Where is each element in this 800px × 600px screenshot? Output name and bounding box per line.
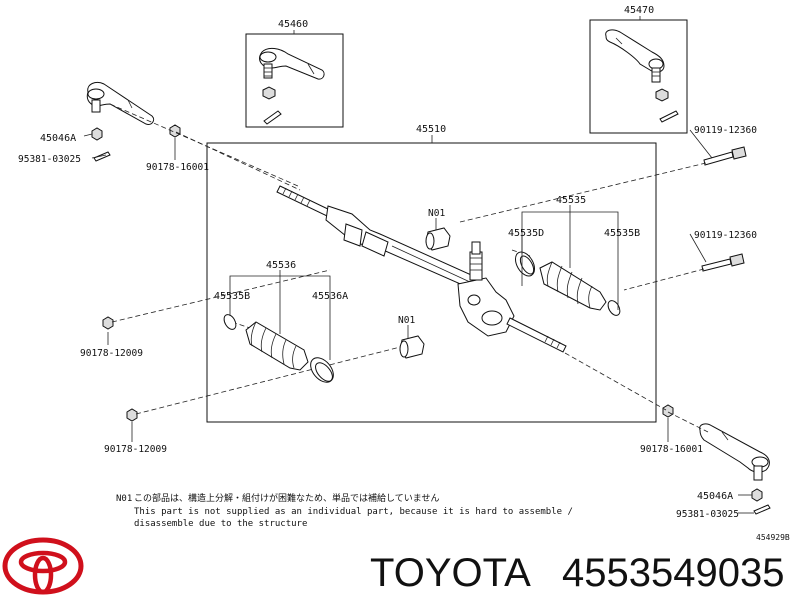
label-90119-mid: 90119-12360 xyxy=(694,230,757,241)
bolt-90119-mid xyxy=(701,253,745,272)
label-n01-top: N01 xyxy=(428,208,445,219)
note-english-line2: disassemble due to the structure xyxy=(134,519,307,529)
tie-rod-end-left xyxy=(86,81,155,125)
label-95381-left: 95381-03025 xyxy=(18,154,81,165)
label-45535b-right: 45535B xyxy=(604,228,640,239)
cotter-pin-icon xyxy=(93,151,111,162)
label-45536a: 45536A xyxy=(312,291,348,302)
label-90119-top: 90119-12360 xyxy=(694,125,757,136)
nut-icon xyxy=(751,488,763,502)
label-45535b-left: 45535B xyxy=(214,291,250,302)
label-45535: 45535 xyxy=(556,195,586,206)
cotter-pin-icon xyxy=(263,110,282,125)
note-japanese: この部品は、構造上分解・組付けが困難なため、単品では補給していません xyxy=(134,492,439,504)
boot-clip-45535b-right xyxy=(607,300,621,316)
tie-rod-end-45460 xyxy=(259,47,325,80)
nut-icon xyxy=(655,88,669,102)
bolt-90119-top xyxy=(703,146,747,166)
label-45536: 45536 xyxy=(266,260,296,271)
steering-boot-right xyxy=(539,261,607,311)
label-45470: 45470 xyxy=(624,5,654,16)
label-95381-right: 95381-03025 xyxy=(676,509,739,520)
cotter-pin-icon xyxy=(659,110,679,123)
steering-rack-assembly xyxy=(276,185,567,353)
nut-90178-12009-b xyxy=(126,408,138,422)
boot-clip-45535b-left xyxy=(223,314,237,330)
label-90178-12009-a: 90178-12009 xyxy=(80,348,143,359)
tie-rod-end-45470 xyxy=(605,29,665,83)
toyota-logo xyxy=(2,537,84,595)
part-number: 4553549035 xyxy=(562,551,784,595)
box-45460 xyxy=(245,33,344,128)
boot-clamp-45535d xyxy=(515,251,535,277)
label-45046a-right: 45046A xyxy=(697,491,733,502)
nut-icon xyxy=(91,127,103,141)
cotter-pin-icon xyxy=(753,504,771,515)
brand-name: TOYOTA xyxy=(370,551,531,595)
note-english-line1: This part is not supplied as an individu… xyxy=(134,507,573,517)
boot-clamp-45536a xyxy=(310,357,334,383)
figure-code: 454929B xyxy=(756,533,790,542)
nut-icon xyxy=(262,86,276,100)
label-45046a-left: 45046A xyxy=(40,133,76,144)
nut-90178-12009-a xyxy=(102,316,114,330)
label-90178-16001-right: 90178-16001 xyxy=(640,444,703,455)
label-45535d: 45535D xyxy=(508,228,544,239)
label-90178-12009-b: 90178-12009 xyxy=(104,444,167,455)
note-marker: N01 xyxy=(116,494,132,504)
steering-boot-left xyxy=(245,321,309,371)
label-n01-bottom: N01 xyxy=(398,315,415,326)
label-45460: 45460 xyxy=(278,19,308,30)
label-45510: 45510 xyxy=(416,124,446,135)
bushing-n01-bottom xyxy=(399,335,425,359)
nut-90178-16001-right xyxy=(662,404,674,418)
box-45470 xyxy=(589,19,688,134)
tie-rod-end-right xyxy=(699,423,770,481)
label-90178-16001-left: 90178-16001 xyxy=(146,162,209,173)
bushing-n01-top xyxy=(425,227,451,251)
box-45510 xyxy=(206,142,657,423)
